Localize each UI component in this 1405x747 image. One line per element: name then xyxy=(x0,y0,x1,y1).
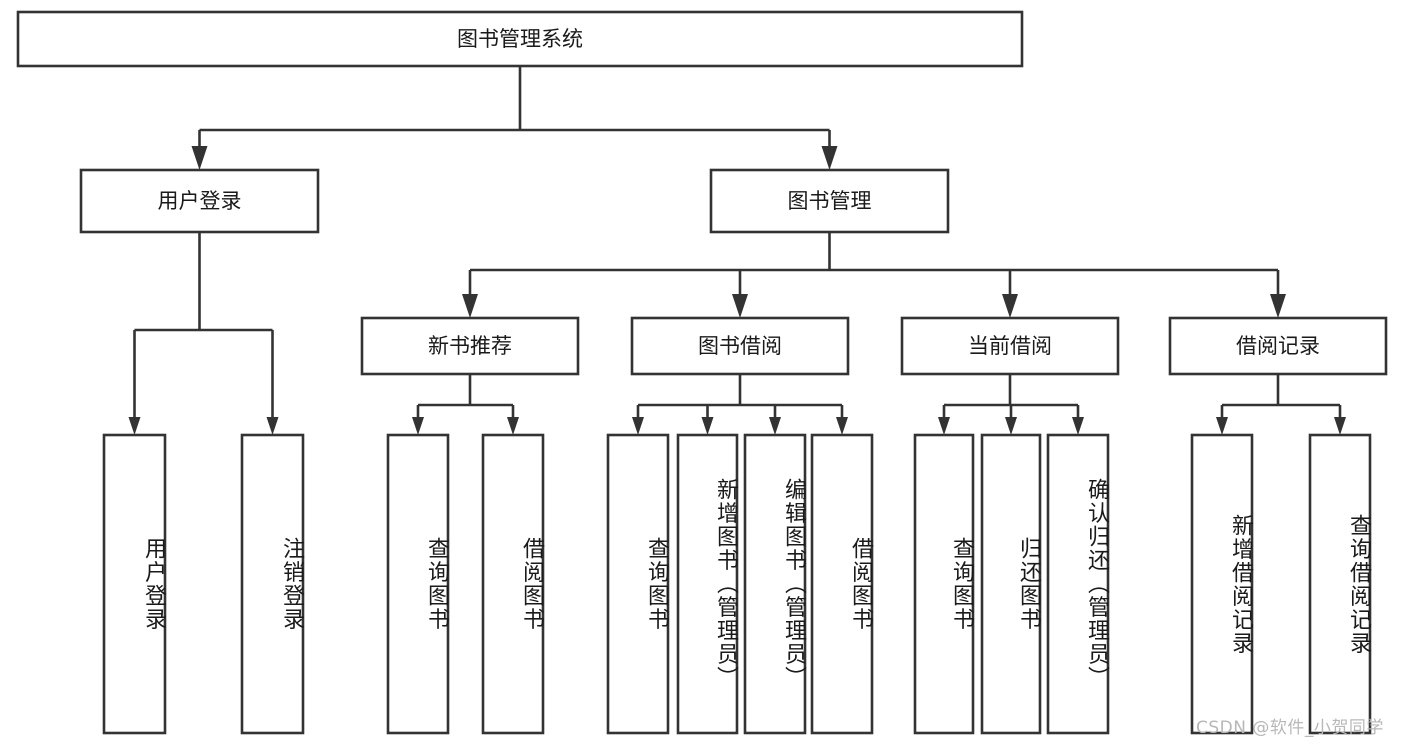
arrowhead-to-leaf-add-book-admin xyxy=(701,417,714,435)
arrowhead-to-book-borrow xyxy=(732,294,748,318)
leaf-leaf-logout-login-box[interactable] xyxy=(240,433,305,735)
csdn-watermark: CSDN @软件_小贺同学 xyxy=(1196,718,1384,738)
leaf-leaf-edit-book-admin-box[interactable] xyxy=(743,433,807,735)
arrowhead-to-leaf-query-borrow-record xyxy=(1334,417,1346,435)
leaf-leaf-borrow-book-2-box[interactable] xyxy=(810,433,874,735)
arrowhead-to-new-book-recommend xyxy=(462,294,478,318)
arrowhead-to-book-management xyxy=(821,146,838,170)
arrowhead-to-borrow-record xyxy=(1270,294,1286,318)
node-new-book-recommend-label: 新书推荐 xyxy=(428,334,512,358)
node-root-box[interactable] xyxy=(16,10,1024,68)
arrowhead-to-leaf-edit-book-admin xyxy=(769,417,781,435)
arrowhead-to-leaf-borrow-book-1 xyxy=(507,417,519,435)
leaf-leaf-return-book-box[interactable] xyxy=(980,433,1042,735)
arrowhead-to-leaf-query-book-3 xyxy=(938,417,950,435)
node-book-borrow-label: 图书借阅 xyxy=(698,334,782,358)
leaf-leaf-query-book-2-box[interactable] xyxy=(606,433,670,735)
boxes-layer xyxy=(16,10,1388,735)
arrowhead-to-leaf-user-login xyxy=(128,417,141,435)
arrowhead-to-leaf-logout-login xyxy=(266,417,279,435)
node-current-borrow-box[interactable] xyxy=(900,316,1120,376)
arrowhead-to-user-login xyxy=(191,146,208,170)
leaf-leaf-query-book-1-box[interactable] xyxy=(386,433,450,735)
leaf-leaf-query-book-3-box[interactable] xyxy=(913,433,975,735)
leaf-leaf-confirm-return-admin-box[interactable] xyxy=(1046,433,1110,735)
node-user-login-label: 用户登录 xyxy=(158,189,242,213)
node-borrow-record-label: 借阅记录 xyxy=(1236,334,1320,358)
node-user-login-box[interactable] xyxy=(79,168,320,234)
node-current-borrow-label: 当前借阅 xyxy=(968,334,1052,358)
node-root-label: 图书管理系统 xyxy=(457,27,583,51)
node-book-management-label: 图书管理 xyxy=(788,189,872,213)
arrowhead-to-leaf-confirm-return-admin xyxy=(1072,417,1084,435)
leaf-leaf-borrow-book-1-box[interactable] xyxy=(481,433,545,735)
node-book-borrow-box[interactable] xyxy=(630,316,850,376)
leaf-leaf-add-book-admin-box[interactable] xyxy=(676,433,739,735)
arrowhead-to-leaf-borrow-book-2 xyxy=(836,417,848,435)
leaf-leaf-add-borrow-record-box[interactable] xyxy=(1190,433,1254,735)
node-book-management-box[interactable] xyxy=(709,168,950,234)
arrowhead-to-leaf-query-book-1 xyxy=(412,417,424,435)
connectors-layer xyxy=(128,66,1346,435)
arrowhead-to-leaf-return-book xyxy=(1005,417,1017,435)
leaf-leaf-query-borrow-record-box[interactable] xyxy=(1308,433,1372,735)
arrowhead-to-current-borrow xyxy=(1002,294,1018,318)
arrowhead-to-leaf-add-borrow-record xyxy=(1216,417,1228,435)
leaf-leaf-user-login-box[interactable] xyxy=(102,433,167,735)
node-new-book-recommend-box[interactable] xyxy=(360,316,580,376)
arrowhead-to-leaf-query-book-2 xyxy=(632,417,644,435)
node-borrow-record-box[interactable] xyxy=(1168,316,1388,376)
